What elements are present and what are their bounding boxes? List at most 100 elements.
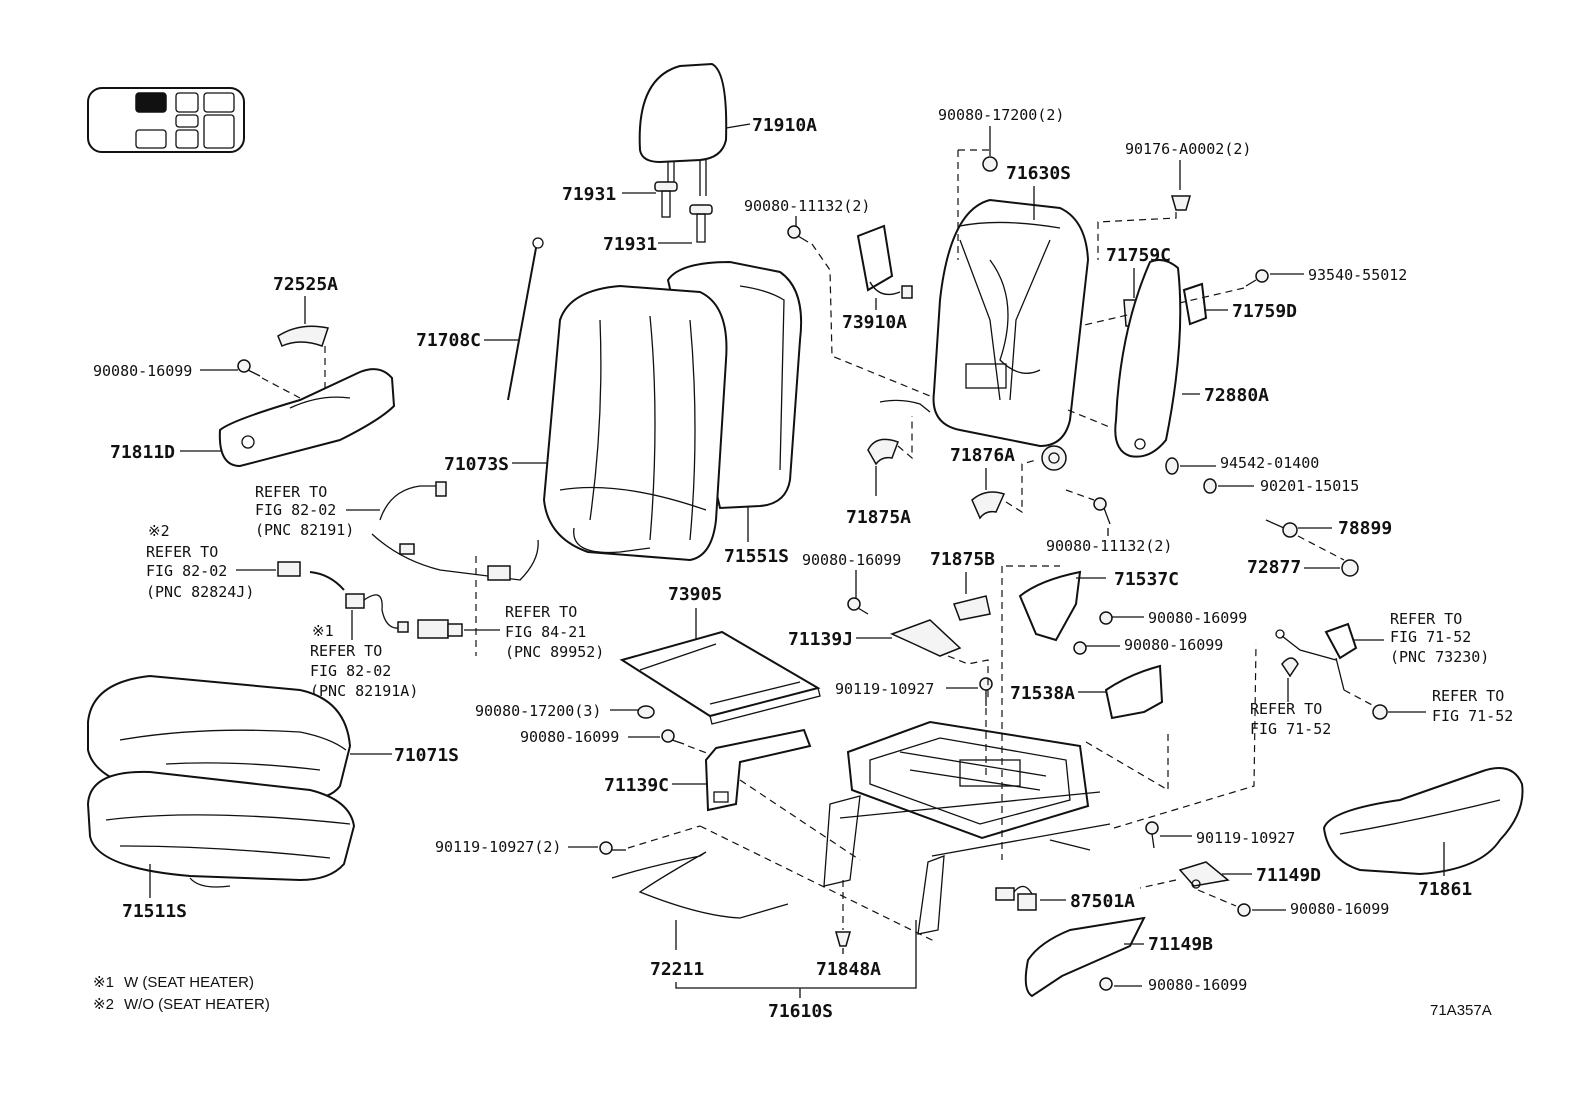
seat-side-trim-drawing [218, 325, 396, 468]
ref-82191A-line3: FIG 82-02 [310, 662, 391, 680]
seatback-frame-drawing [879, 198, 1090, 471]
label-71759D: 71759D [1232, 301, 1297, 322]
bolt-icon [1073, 641, 1087, 655]
cover-71759D-drawing [1182, 282, 1208, 326]
label-90201-15015: 90201-15015 [1260, 477, 1359, 495]
label-71149D: 71149D [1256, 865, 1321, 886]
label-71861: 71861 [1418, 879, 1472, 900]
label-90119-10927-b: 90119-10927 [1196, 829, 1295, 847]
connector-89952-drawing [417, 619, 463, 639]
seat-frame-drawing [823, 720, 1111, 935]
ref-89952-line3: (PNC 89952) [505, 643, 604, 661]
label-90080-16099-e: 90080-16099 [520, 728, 619, 746]
cover-71875A-drawing [867, 438, 899, 466]
label-71875B: 71875B [930, 549, 995, 570]
footnote-2-mark: ※2 [93, 996, 114, 1013]
bracket-71139J-drawing [890, 619, 962, 657]
ref-82191A-line2: REFER TO [310, 642, 382, 660]
label-90119-10927-a: 90119-10927 [835, 680, 934, 698]
label-90080-16099-a: 90080-16099 [93, 362, 192, 380]
washer-icon [1165, 457, 1179, 475]
armrest-drawing [1114, 259, 1182, 458]
seat-locator-icon [87, 87, 245, 153]
cushion-pad-drawing [86, 770, 356, 888]
bolt-icon [847, 597, 869, 615]
bolt-icon [237, 359, 261, 377]
diagram-code: 71A357A [1430, 1002, 1492, 1019]
headrest-support-drawing [654, 181, 713, 243]
label-71811D: 71811D [110, 442, 175, 463]
ref-73230-line2: FIG 71-52 [1390, 628, 1471, 646]
bracket-71149D-drawing [1178, 861, 1230, 889]
ref-82191A-line1: ※1 [312, 622, 334, 640]
cover-71538A-drawing [1104, 664, 1164, 720]
ref-82824J-line4: (PNC 82824J) [146, 583, 254, 601]
label-93540-55012: 93540-55012 [1308, 266, 1407, 284]
label-90080-11132-b: 90080-11132(2) [1046, 537, 1172, 555]
label-71073S: 71073S [444, 454, 509, 475]
bolt-icon [599, 841, 626, 855]
cover-71149B-drawing [1024, 916, 1146, 998]
side-airbag-drawing [856, 224, 913, 299]
label-71551S: 71551S [724, 546, 789, 567]
footnote-1-text: W (SEAT HEATER) [124, 974, 254, 991]
footnote-2-text: W/O (SEAT HEATER) [124, 996, 270, 1013]
label-90080-16099-d: 90080-16099 [1124, 636, 1223, 654]
label-72880A: 72880A [1204, 385, 1269, 406]
label-71910A: 71910A [752, 115, 817, 136]
label-71139J: 71139J [788, 629, 853, 650]
label-71848A: 71848A [816, 959, 881, 980]
label-90080-16099-g: 90080-16099 [1148, 976, 1247, 994]
ref-73230-line3: (PNC 73230) [1390, 648, 1489, 666]
ref-82191-line2: FIG 82-02 [255, 501, 336, 519]
label-90176-A0002: 90176-A0002(2) [1125, 140, 1251, 158]
bolt-icon [1265, 519, 1298, 538]
label-90080-11132-a: 90080-11132(2) [744, 197, 870, 215]
bolt-icon [661, 729, 685, 745]
heater-harness-drawing [345, 593, 409, 633]
label-71708C: 71708C [416, 330, 481, 351]
bolt-icon [1099, 611, 1113, 625]
seat-sensor-87501A-drawing [995, 885, 1037, 911]
ref-7152-b-line1: REFER TO [1432, 687, 1504, 705]
label-71149B: 71149B [1148, 934, 1213, 955]
bolt-icon [1145, 821, 1159, 849]
ref-7152-b-line2: FIG 71-52 [1432, 707, 1513, 725]
label-90080-17200-a: 90080-17200(2) [938, 106, 1064, 124]
bolt-icon [787, 225, 809, 243]
nut-icon [982, 156, 998, 172]
bracket-71139C-drawing [704, 728, 812, 812]
label-78899: 78899 [1338, 518, 1392, 539]
label-72877: 72877 [1247, 557, 1301, 578]
cover-71537C-drawing [1018, 570, 1082, 642]
bolt-icon [1099, 977, 1113, 991]
ref-82191-line3: (PNC 82191) [255, 521, 354, 539]
ref-82824J-line1: ※2 [148, 522, 170, 540]
label-71139C: 71139C [604, 775, 669, 796]
label-71511S: 71511S [122, 901, 187, 922]
label-71931-b: 71931 [603, 234, 657, 255]
label-72211: 72211 [650, 959, 704, 980]
wire-harness-drawing [371, 481, 539, 581]
label-73905: 73905 [668, 584, 722, 605]
nut-icon [637, 705, 655, 719]
pin-71848A-icon [835, 931, 851, 947]
nut-icon [1372, 704, 1388, 720]
label-72525A: 72525A [273, 274, 338, 295]
label-90080-16099-f: 90080-16099 [1290, 900, 1389, 918]
seatback-cover-drawing [542, 260, 803, 562]
ref-89952-line2: FIG 84-21 [505, 623, 586, 641]
cap-icon [1341, 559, 1359, 577]
cushion-pan-drawing [619, 630, 821, 725]
ref-7152-a-line1: REFER TO [1250, 700, 1322, 718]
label-71538A: 71538A [1010, 683, 1075, 704]
clip-icon [1171, 195, 1191, 211]
ref-82824J-line2: REFER TO [146, 543, 218, 561]
seatback-rod-drawing [507, 237, 544, 401]
bolt-icon [1237, 903, 1251, 917]
label-90080-16099-b: 90080-16099 [802, 551, 901, 569]
ref-7152-a-line2: FIG 71-52 [1250, 720, 1331, 738]
label-90080-16099-c: 90080-16099 [1148, 609, 1247, 627]
label-90080-17200-b: 90080-17200(3) [475, 702, 601, 720]
